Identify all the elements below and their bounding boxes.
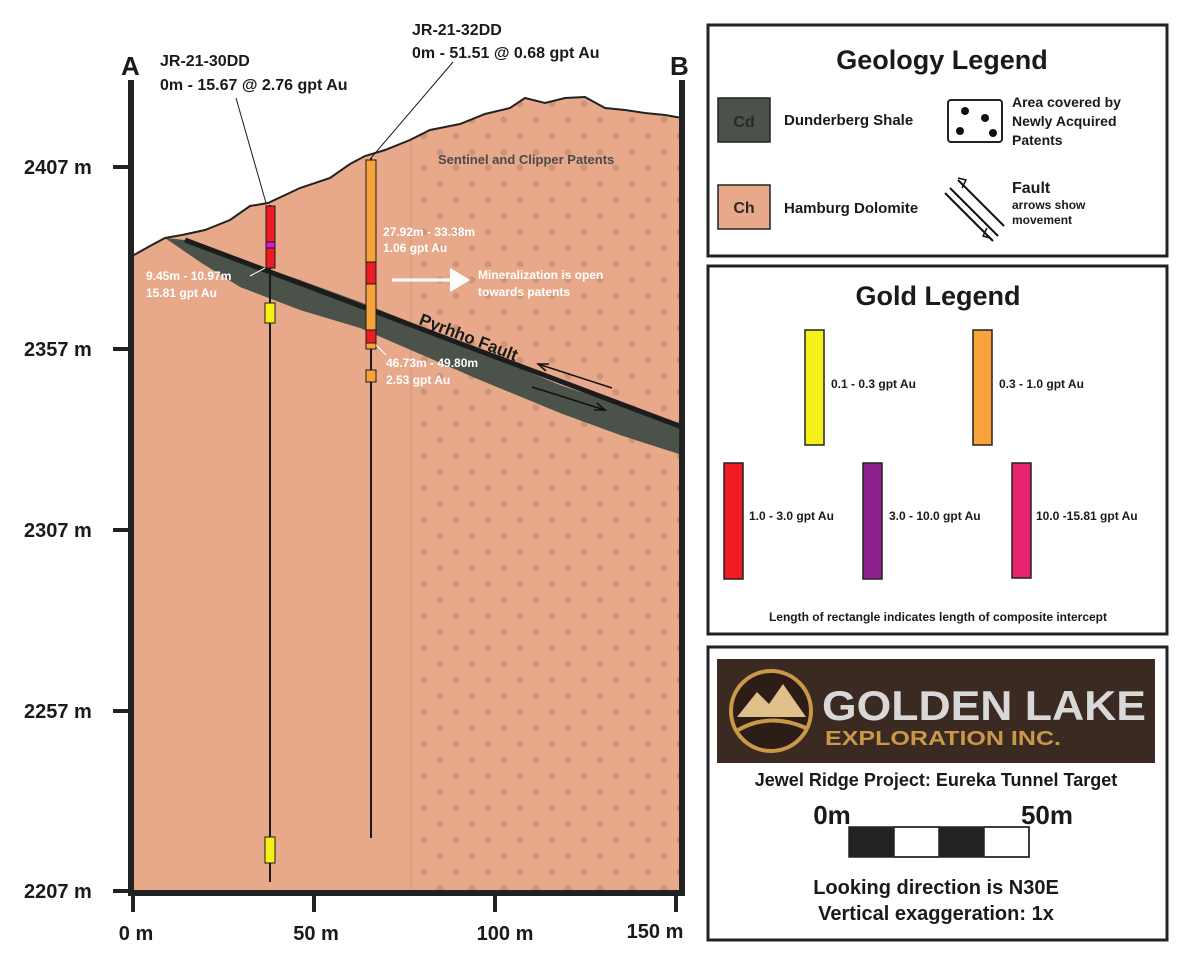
gold-class-swatch [862, 462, 883, 580]
gold-class-label: 0.1 - 0.3 gpt Au [831, 377, 916, 391]
intercept-yellow-lower [264, 836, 276, 864]
hamburg-swatch [717, 184, 771, 230]
hole-2-intercept-2-grade: 2.53 gpt Au [386, 373, 450, 387]
fault-sub-2: movement [1012, 213, 1072, 227]
intercept-red-lower [365, 329, 377, 344]
intercept-leader [249, 267, 266, 277]
intercept-red-upper [365, 261, 377, 285]
company-logo: GOLDEN LAKE EXPLORATION INC. [717, 659, 1155, 763]
patents-label: Sentinel and Clipper Patents [438, 152, 614, 167]
section-end-b: B [670, 51, 689, 81]
dunderberg-swatch [717, 97, 771, 143]
vertical-exaggeration: Vertical exaggeration: 1x [818, 903, 1054, 925]
elevation-tick-label: 2307 m [24, 520, 92, 542]
elevation-tick-label: 2407 m [24, 157, 92, 179]
scale-right-label: 50m [1021, 800, 1073, 830]
drill-hole-jr-21-32dd [365, 61, 454, 838]
intercept-leader [375, 344, 387, 356]
elevation-axis: 2407 m 2357 m 2307 m 2257 m 2207 m [24, 157, 131, 903]
title-block: GOLDEN LAKE EXPLORATION INC. Jewel Ridge… [706, 645, 1169, 942]
hole-2-name: JR-21-32DD [412, 22, 502, 39]
hole-label-leader [235, 97, 267, 204]
gold-class-label: 3.0 - 10.0 gpt Au [889, 509, 981, 523]
fault-symbol [944, 177, 1005, 242]
patent-text-1: Area covered by [1012, 94, 1121, 110]
topographic-surface [133, 95, 683, 256]
project-title: Jewel Ridge Project: Eureka Tunnel Targe… [755, 770, 1117, 790]
drill-hole-jr-21-30dd [235, 97, 276, 882]
hole-2-summary: 0m - 51.51 @ 0.68 gpt Au [412, 45, 600, 62]
dunderberg-name: Dunderberg Shale [784, 112, 913, 129]
intercept-magenta [265, 241, 276, 249]
intercept-orange-small [365, 369, 377, 383]
dunderberg-shale-band [165, 238, 682, 455]
distance-tick-label: 0 m [119, 923, 153, 945]
gold-class-swatch [972, 329, 993, 446]
elevation-tick-label: 2257 m [24, 701, 92, 723]
intercept-red-lower [265, 247, 276, 269]
pyrhho-fault-line [184, 237, 683, 430]
hole-1-summary: 0m - 15.67 @ 2.76 gpt Au [160, 77, 348, 94]
logo-mountain [737, 684, 806, 717]
distance-axis: 0 m 50 m 100 m 150 m [119, 893, 684, 945]
gold-legend-title: Gold Legend [856, 281, 1021, 311]
gold-class-swatch [1011, 462, 1032, 579]
scale-bar [848, 826, 1030, 858]
hole-label-leader [370, 61, 454, 159]
section-end-a: A [121, 51, 140, 81]
gold-class-label: 1.0 - 3.0 gpt Au [749, 509, 834, 523]
gold-class-swatch [804, 329, 825, 446]
fault-sub-1: arrows show [1012, 198, 1086, 212]
elevation-tick-label: 2357 m [24, 339, 92, 361]
gold-class-label: 10.0 -15.81 gpt Au [1036, 509, 1138, 523]
gold-legend-note: Length of rectangle indicates length of … [769, 610, 1107, 624]
intercept-red-upper [265, 205, 276, 243]
geology-legend: Geology Legend Cd Dunderberg Shale Ch Ha… [706, 23, 1169, 258]
cross-section: Pyrhho Fault Sentinel and Clipper Patent… [24, 22, 689, 945]
intercept-yellow-upper [264, 302, 276, 324]
open-label-1: Mineralization is open [478, 268, 603, 282]
patent-text-3: Patents [1012, 132, 1063, 148]
hole-2-intercept-1-range: 27.92m - 33.38m [383, 225, 475, 239]
hole-1-intercept-range: 9.45m - 10.97m [146, 269, 231, 283]
hole-2-intercept-1-grade: 1.06 gpt Au [383, 241, 447, 255]
logo-word-1: GOLDEN LAKE [822, 682, 1146, 729]
gold-class-swatch [723, 462, 744, 580]
intercept-orange-middle [365, 283, 377, 331]
fault-title: Fault [1012, 180, 1051, 197]
elevation-tick-label: 2207 m [24, 881, 92, 903]
looking-direction: Looking direction is N30E [813, 877, 1059, 899]
distance-tick-label: 150 m [627, 921, 684, 943]
distance-tick-label: 100 m [477, 923, 534, 945]
gold-legend: Gold Legend 0.1 - 0.3 gpt Au 0.3 - 1.0 g… [706, 264, 1169, 636]
logo-word-2: EXPLORATION INC. [825, 728, 1061, 750]
hole-1-name: JR-21-30DD [160, 53, 250, 70]
logo-river [737, 718, 807, 732]
geology-legend-title: Geology Legend [836, 45, 1048, 75]
patent-text-2: Newly Acquired [1012, 113, 1117, 129]
hamburg-name: Hamburg Dolomite [784, 200, 918, 217]
dunderberg-code: Cd [733, 114, 754, 131]
hole-2-intercept-2-range: 46.73m - 49.80m [386, 356, 478, 370]
patent-area [411, 97, 682, 893]
open-label-2: towards patents [478, 285, 570, 299]
intercept-orange-upper [365, 159, 377, 263]
scale-left-label: 0m [813, 800, 851, 830]
hamburg-code: Ch [733, 200, 754, 217]
distance-tick-label: 50 m [293, 923, 339, 945]
hole-1-intercept-grade: 15.81 gpt Au [146, 286, 217, 300]
intercept-orange-lower [365, 342, 377, 350]
gold-class-label: 0.3 - 1.0 gpt Au [999, 377, 1084, 391]
mineralization-open-arrow [392, 268, 470, 292]
fault-movement-arrows [531, 363, 613, 411]
